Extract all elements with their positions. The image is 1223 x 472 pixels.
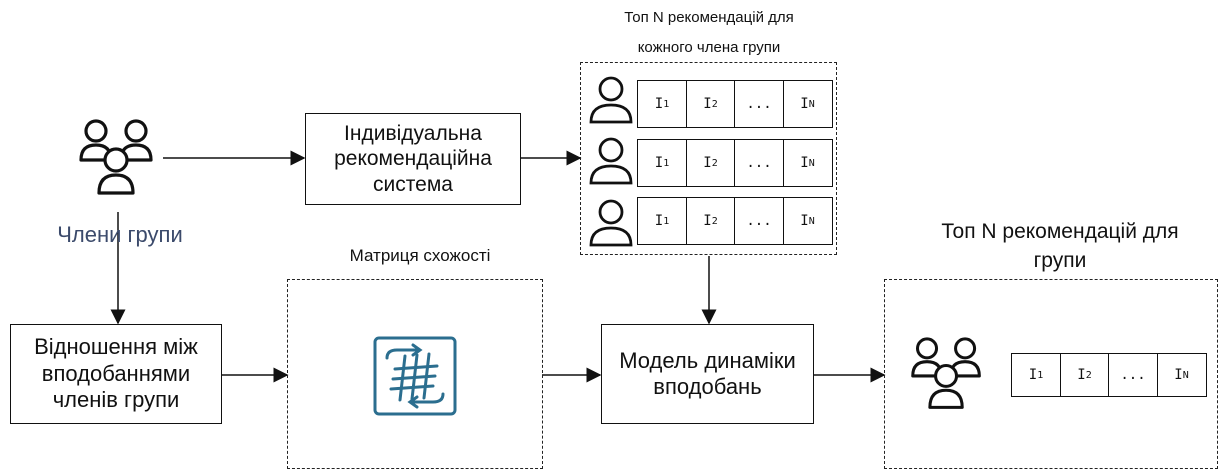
preference-relations-line-1: Відношення між: [34, 334, 198, 360]
preference-relations-box: Відношення між вподобаннями членів групи: [10, 324, 222, 424]
users-group-icon: [911, 337, 981, 409]
matrix-icon: [373, 336, 457, 416]
preference-relations-line-3: членів групи: [52, 387, 180, 413]
user-icon: [589, 199, 633, 247]
top-n-each-title-line-1: Топ N рекомендацій для: [624, 9, 794, 26]
item-cell: ...: [1108, 353, 1158, 397]
top-n-group-title-line-1: Топ N рекомендацій для: [941, 220, 1179, 243]
item-cell: ...: [734, 80, 784, 128]
preference-relations-line-2: вподобаннями: [41, 360, 191, 386]
user-icon: [589, 76, 633, 124]
top-n-each-container: [580, 62, 837, 255]
individual-recommender-box: Індивідуальна рекомендаційна система: [305, 113, 521, 205]
top-n-group-title-line-2: групи: [1033, 249, 1087, 272]
preference-dynamics-model-box: Модель динаміки вподобань: [601, 324, 814, 424]
top-n-group-container: [884, 279, 1218, 469]
members-label: Члени групи: [57, 222, 183, 247]
individual-recommender-line-3: система: [373, 172, 453, 196]
item-cell: ...: [734, 197, 784, 245]
preference-dynamics-line-2: вподобань: [653, 374, 762, 399]
preference-dynamics-line-1: Модель динаміки: [619, 347, 796, 373]
users-group-icon: [79, 119, 153, 195]
item-cell: ...: [734, 139, 784, 187]
similarity-matrix-title: Матриця схожості: [349, 246, 491, 265]
user-icon: [589, 137, 633, 185]
similarity-matrix-container: [287, 279, 543, 469]
individual-recommender-line-1: Індивідуальна: [344, 122, 482, 146]
top-n-each-title-line-2: кожного члена групи: [637, 39, 781, 56]
individual-recommender-line-2: рекомендаційна: [334, 147, 492, 171]
